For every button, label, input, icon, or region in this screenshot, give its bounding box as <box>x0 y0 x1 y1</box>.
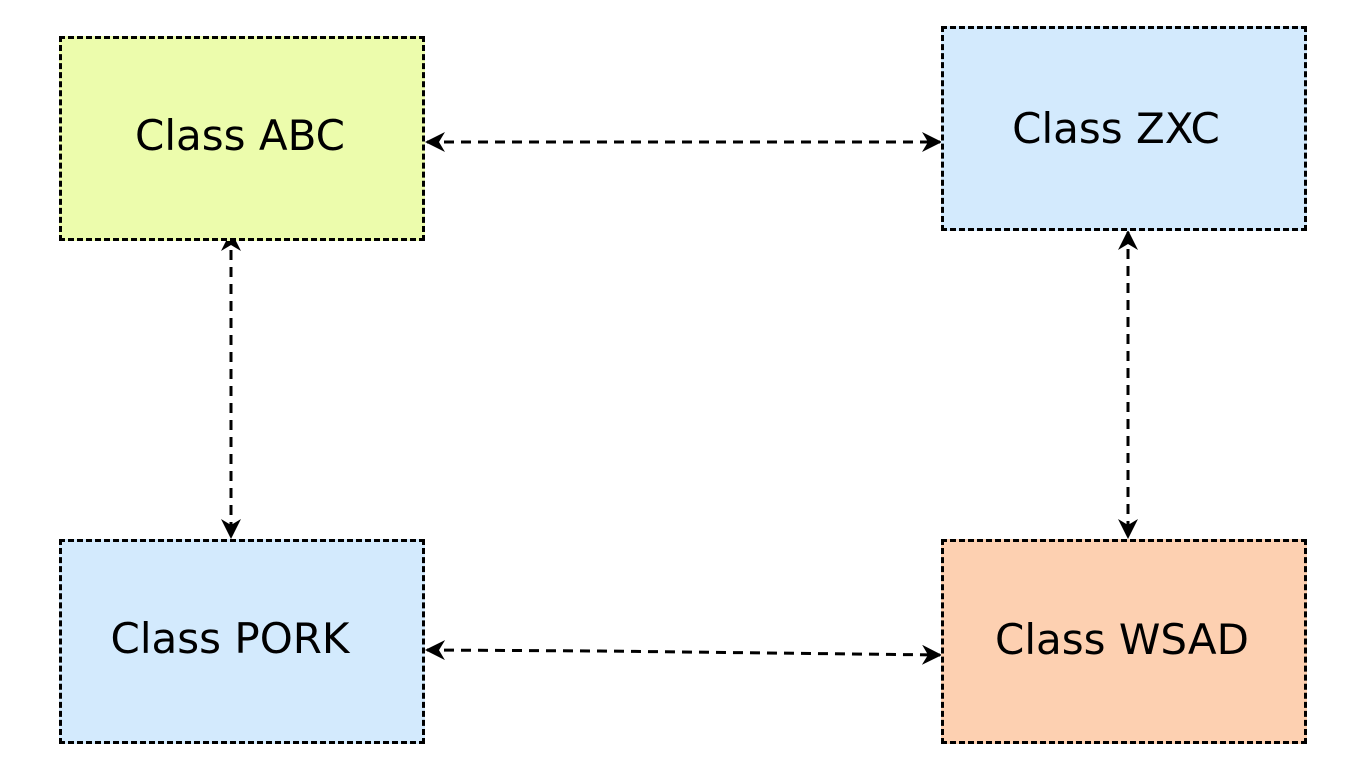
class-abc-node[interactable]: Class ABC <box>59 36 425 241</box>
class-wsad-label: Class WSAD <box>995 615 1249 664</box>
class-abc-label: Class ABC <box>135 111 345 160</box>
class-wsad-node[interactable]: Class WSAD <box>941 539 1307 744</box>
class-pork-label: Class PORK <box>110 614 350 663</box>
edge-pork-wsad <box>425 640 942 665</box>
class-zxc-node[interactable]: Class ZXC <box>941 26 1307 231</box>
class-pork-node[interactable]: Class PORK <box>59 539 425 744</box>
class-zxc-label: Class ZXC <box>1012 104 1220 153</box>
